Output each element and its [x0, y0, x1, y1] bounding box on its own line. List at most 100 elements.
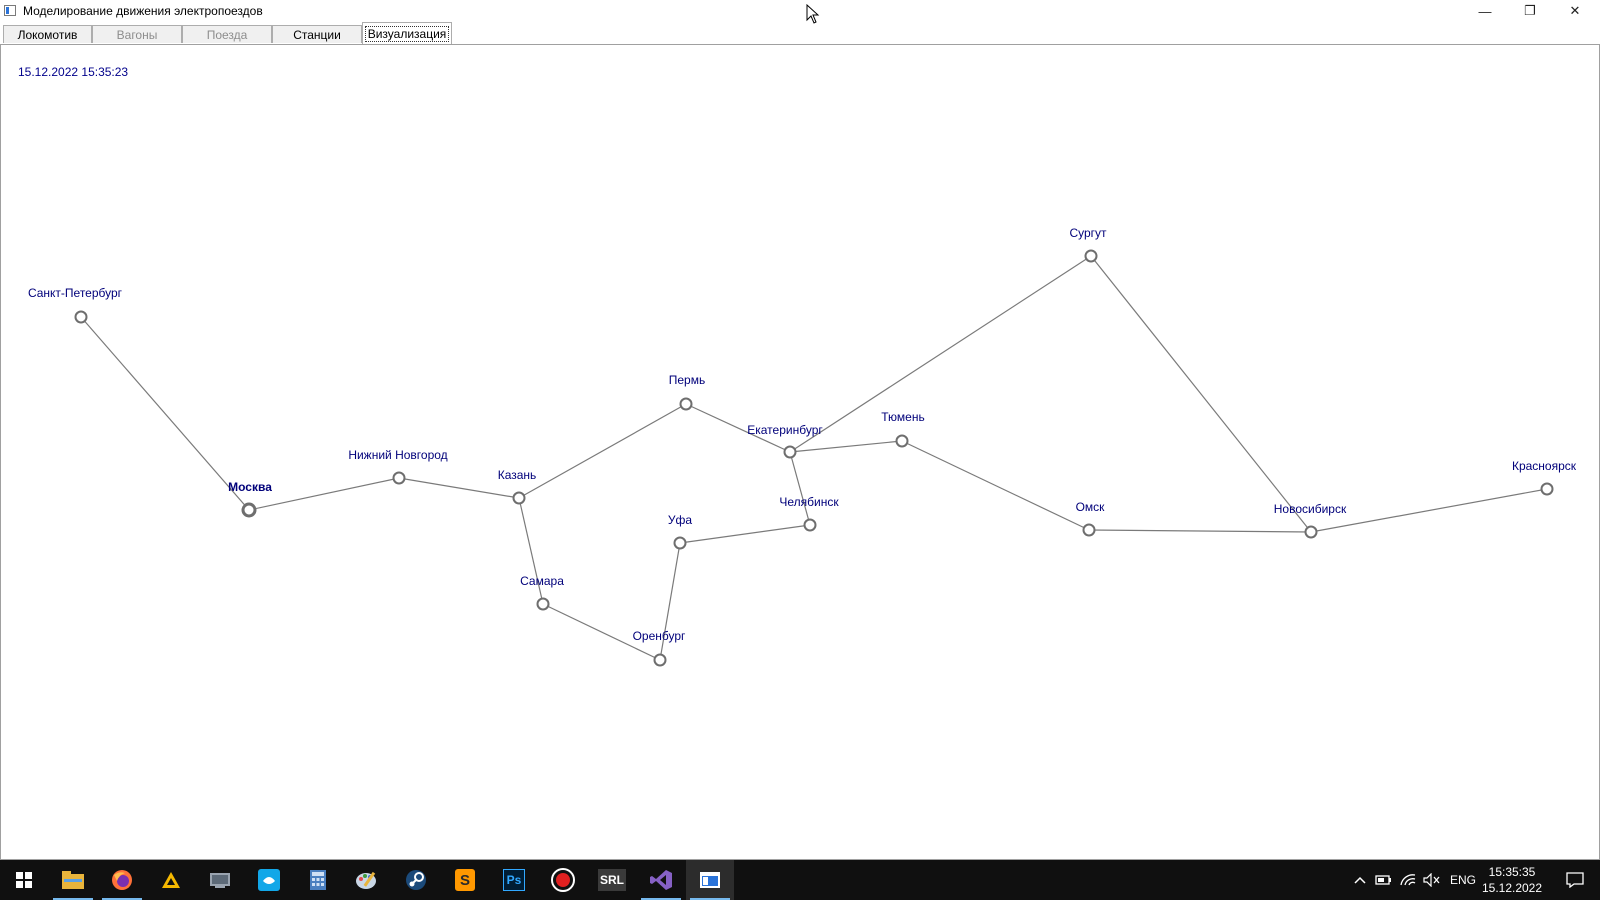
station-label-msk: Москва [228, 480, 272, 494]
simulation-datetime: 15.12.2022 15:35:23 [18, 65, 129, 79]
train-app-icon [700, 872, 720, 888]
station-label-tmn: Тюмень [881, 410, 924, 424]
station-node-ekb[interactable] [783, 445, 797, 459]
station-node-oms[interactable] [1082, 523, 1096, 537]
rail-connection-orb-ufa [659, 542, 681, 661]
station-node-msk[interactable] [241, 502, 257, 518]
taskbar-train-app[interactable] [686, 860, 734, 900]
chevron-up-icon [1354, 876, 1366, 884]
station-label-oms: Омск [1076, 500, 1106, 514]
tray-volume[interactable] [1422, 860, 1442, 900]
station-label-nsk: Новосибирск [1274, 502, 1347, 516]
steam-icon [406, 870, 426, 890]
station-node-nn[interactable] [392, 471, 406, 485]
rail-connection-spb-msk [80, 316, 250, 511]
station-label-spb: Санкт-Петербург [28, 286, 123, 300]
tab-locomotive[interactable]: Локомотив [3, 25, 92, 43]
tab-label: Визуализация [364, 25, 450, 42]
rail-connection-ekb-srg [789, 255, 1092, 453]
app-triangle-icon [162, 872, 180, 888]
station-label-ufa: Уфа [668, 513, 692, 527]
station-node-nsk[interactable] [1304, 525, 1318, 539]
rail-connection-oms-nsk [1088, 529, 1312, 533]
file-explorer-icon [62, 871, 84, 889]
station-label-nn: Нижний Новгород [348, 448, 447, 462]
station-node-ufa[interactable] [673, 536, 687, 550]
wifi-icon [1400, 874, 1416, 886]
volume-muted-icon [1423, 873, 1440, 887]
station-node-srg[interactable] [1084, 249, 1098, 263]
tab-label: Станции [293, 27, 341, 42]
start-button[interactable] [0, 860, 48, 900]
tab-wagons[interactable]: Вагоны [92, 25, 182, 43]
station-label-srg: Сургут [1069, 226, 1107, 240]
rail-connection-nn-kzn [398, 477, 520, 499]
tray-battery[interactable] [1374, 860, 1394, 900]
station-label-krs: Красноярск [1512, 459, 1577, 473]
station-label-prm: Пермь [669, 373, 705, 387]
clock-time: 15:35:35 [1488, 865, 1536, 879]
tab-stations[interactable]: Станции [272, 25, 362, 43]
taskbar-file-explorer[interactable] [49, 860, 97, 900]
app-icon [4, 5, 16, 16]
station-node-chl[interactable] [803, 518, 817, 532]
taskbar-photoshop[interactable]: Ps [490, 860, 538, 900]
taskbar-steam[interactable] [392, 860, 440, 900]
taskbar-calculator[interactable] [294, 860, 342, 900]
tab-label: Вагоны [116, 27, 158, 42]
close-button[interactable]: ✕ [1569, 3, 1581, 18]
taskbar-system-info[interactable] [196, 860, 244, 900]
tab-label: Поезда [206, 27, 248, 42]
notification-icon [1566, 872, 1584, 888]
taskbar-visual-studio[interactable] [637, 860, 685, 900]
rail-connection-ekb-chl [789, 451, 811, 526]
battery-icon [1375, 875, 1391, 885]
system-info-icon [210, 873, 230, 888]
station-node-tmn[interactable] [895, 434, 909, 448]
title-bar[interactable]: Моделирование движения электропоездов — … [0, 0, 1600, 22]
taskbar-app-triangle[interactable] [147, 860, 195, 900]
station-node-prm[interactable] [679, 397, 693, 411]
taskbar-sublime[interactable]: S [441, 860, 489, 900]
tab-trains[interactable]: Поезда [182, 25, 272, 43]
rail-connection-tmn-oms [901, 440, 1090, 531]
taskbar: S Ps SRL ENG 15:35:35 15.12.2022 [0, 860, 1600, 900]
tab-label: Локомотив [17, 27, 78, 42]
station-label-kzn: Казань [498, 468, 537, 482]
sublime-icon-label: S [459, 871, 470, 889]
station-node-smr[interactable] [536, 597, 550, 611]
tab-strip: Локомотив Вагоны Поезда Станции Визуализ… [0, 22, 1600, 46]
station-node-kzn[interactable] [512, 491, 526, 505]
app-cyan-icon [258, 869, 280, 891]
tab-visualization[interactable]: Визуализация [362, 22, 452, 44]
rail-connection-nsk-krs [1310, 488, 1548, 533]
rail-connection-kzn-prm [518, 403, 687, 499]
taskbar-paint[interactable] [343, 860, 391, 900]
taskbar-firefox[interactable] [98, 860, 146, 900]
station-node-krs[interactable] [1540, 482, 1554, 496]
rail-connection-smr-orb [542, 603, 661, 661]
tray-show-hidden[interactable] [1350, 860, 1370, 900]
photoshop-icon: Ps [503, 869, 525, 891]
taskbar-recorder[interactable] [539, 860, 587, 900]
rail-connection-ekb-tmn [789, 440, 903, 453]
rail-connection-kzn-smr [518, 497, 544, 605]
windows-logo-icon [16, 872, 32, 888]
station-label-orb: Оренбург [633, 629, 686, 643]
taskbar-clock[interactable]: 15:35:35 15.12.2022 [1477, 864, 1547, 896]
visual-studio-icon [650, 870, 672, 890]
photoshop-icon-label: Ps [506, 873, 522, 887]
station-node-spb[interactable] [74, 310, 88, 324]
taskbar-srl[interactable]: SRL [588, 860, 636, 900]
restore-button[interactable]: ❐ [1524, 3, 1536, 18]
taskbar-app-cyan[interactable] [245, 860, 293, 900]
paint-icon [356, 871, 376, 889]
station-node-orb[interactable] [653, 653, 667, 667]
minimize-button[interactable]: — [1478, 3, 1492, 19]
action-center-button[interactable] [1555, 860, 1595, 900]
tray-language[interactable]: ENG [1449, 873, 1476, 887]
rail-connection-msk-nn [248, 477, 400, 511]
tray-network[interactable] [1398, 860, 1418, 900]
station-label-chl: Челябинск [779, 495, 839, 509]
